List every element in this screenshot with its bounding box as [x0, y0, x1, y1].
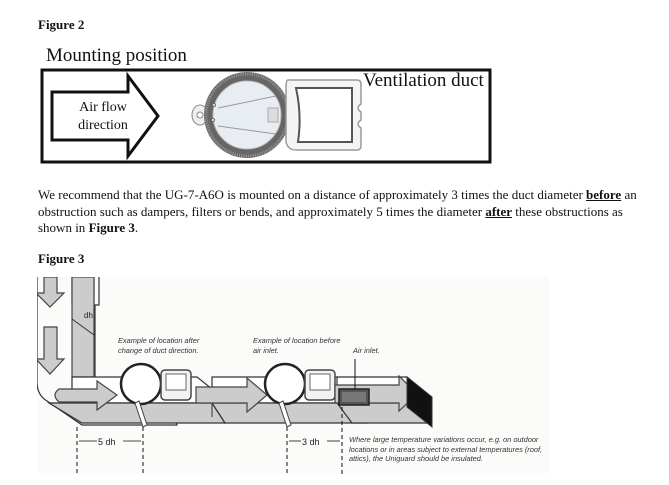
duct-placement-diagram: [37, 277, 433, 475]
insulation-note-line3: attics), the Uniguard should be insulate…: [349, 454, 483, 464]
insulation-note-line1: Where large temperature variations occur…: [349, 435, 539, 444]
note-after-change: Example of location after change of duct…: [118, 336, 199, 355]
mounting-position-diagram: [40, 68, 492, 164]
para-emph-before: before: [586, 187, 622, 202]
ventilation-duct-label: Ventilation duct: [363, 70, 484, 91]
duct-end-cap: [406, 375, 433, 429]
dimension-5dh: 5 dh: [98, 437, 116, 447]
uniguard-device-1-icon: [119, 362, 192, 428]
para-text-3: these obstructions as shown in: [38, 203, 623, 236]
insulation-note-line2: locations or in areas subject to externa…: [349, 444, 543, 454]
uniguard-device-2-icon: [263, 362, 336, 428]
right-arrow-1: [54, 379, 119, 412]
dh-label-vertical: dh: [84, 311, 93, 320]
note-before-line2: air inlet.: [253, 345, 279, 355]
airflow-label-line2: direction: [78, 118, 128, 133]
para-text-4: .: [134, 220, 139, 235]
note-before-line1: Example of location before: [253, 336, 341, 345]
down-arrow-2: [37, 326, 66, 375]
insulation-note: Where large temperature variations occur…: [349, 435, 542, 464]
air-inlet-label: Air inlet.: [353, 346, 380, 355]
airflow-direction-label: Air flow direction: [74, 99, 132, 135]
mounting-position-title: Mounting position: [46, 45, 187, 66]
figure-3-label: Figure 3: [38, 251, 85, 266]
figure-2-label: Figure 2: [38, 17, 85, 32]
dimension-guides: [76, 407, 343, 475]
para-text-2: an obstruction such as dampers, filters …: [38, 187, 637, 219]
note-after-line1: Example of location after: [118, 336, 200, 345]
dimension-3dh: 3 dh: [302, 437, 320, 447]
para-emph-after: after: [485, 203, 513, 219]
right-arrow-2: [195, 376, 268, 414]
airflow-arrow: [50, 71, 160, 161]
note-after-line2: change of duct direction.: [118, 345, 199, 355]
note-before-inlet: Example of location before air inlet.: [253, 336, 341, 355]
airflow-label-line1: Air flow: [79, 100, 127, 115]
para-text-1: We recommend that the UG-7-A6O is mounte…: [38, 187, 587, 202]
uniguard-device-icon: [191, 72, 362, 158]
recommendation-paragraph: We recommend that the UG-7-A6O is mounte…: [38, 187, 648, 237]
para-figure-ref: Figure 3: [88, 220, 135, 235]
down-arrow-1: [37, 277, 66, 308]
